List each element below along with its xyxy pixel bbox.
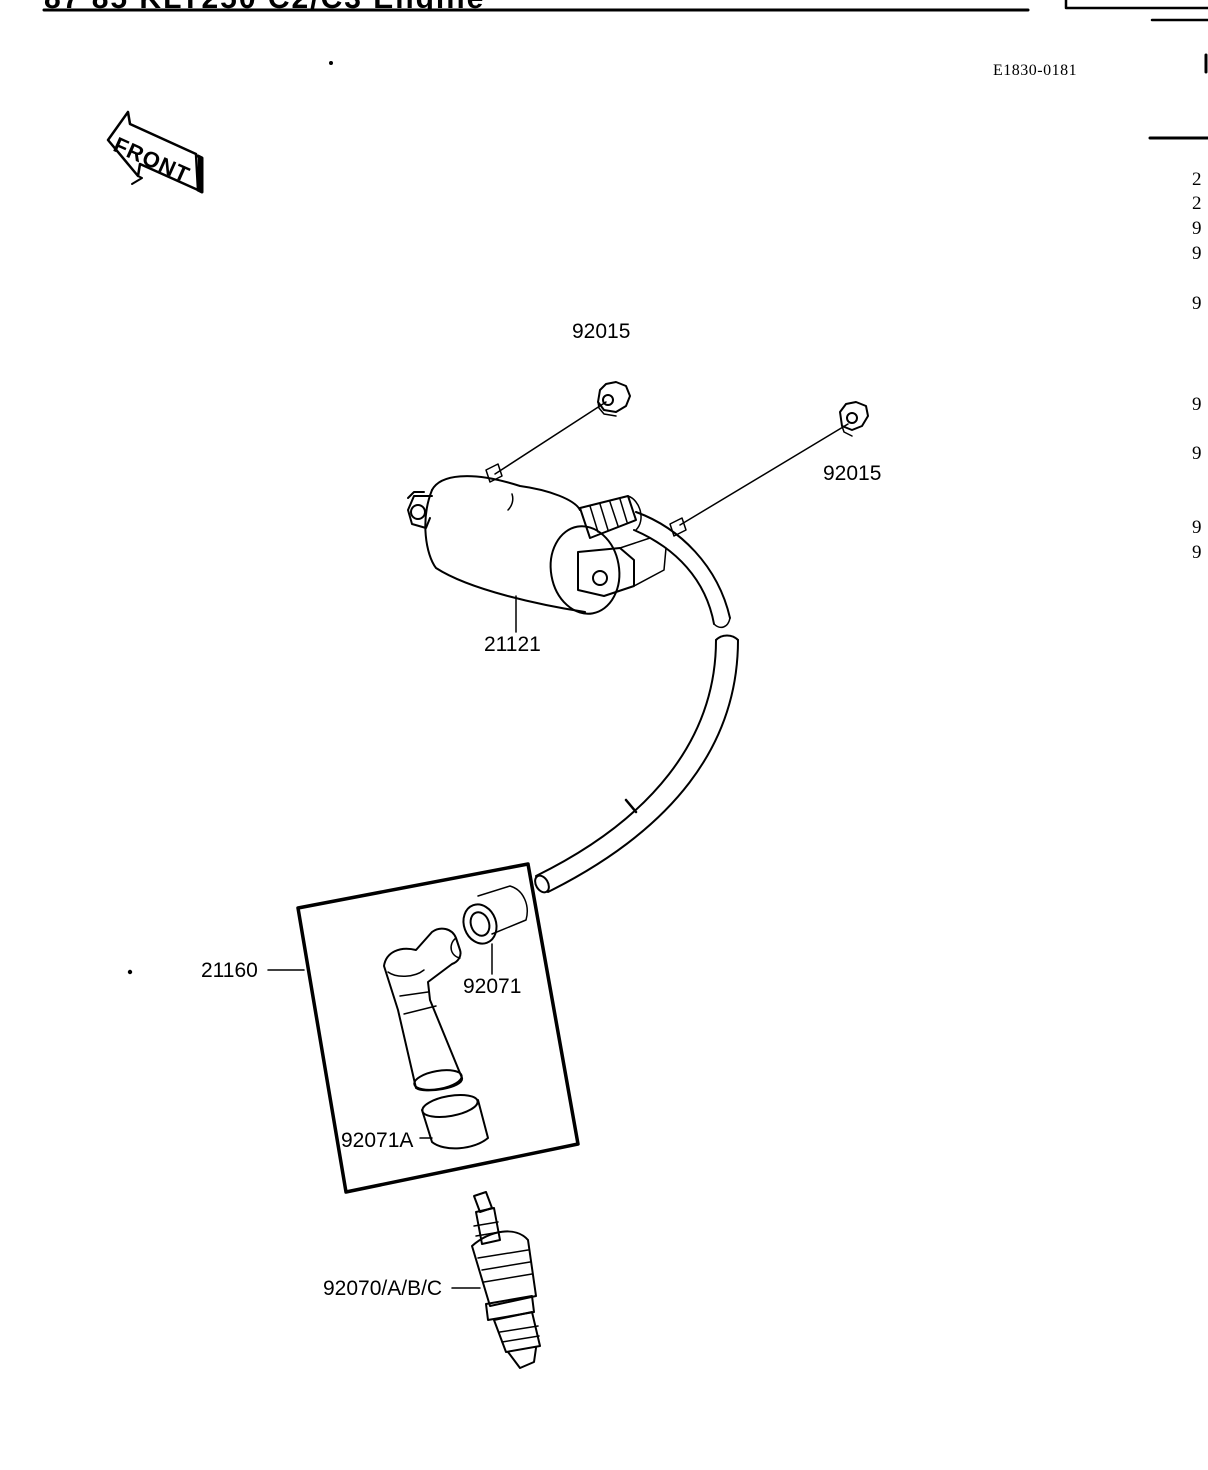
edge-digit: 9 — [1192, 218, 1202, 239]
edge-digit: 9 — [1192, 443, 1202, 464]
edge-digit: 9 — [1192, 243, 1202, 264]
callout-nut-b: 92015 — [823, 462, 882, 485]
spark-plug-cap-icon — [383, 927, 463, 1092]
leader-nut-a — [494, 401, 607, 475]
front-arrow-icon — [106, 110, 204, 194]
callout-ignition-coil: 21121 — [484, 633, 541, 656]
edge-digit: 2 — [1192, 169, 1202, 190]
header-box — [1064, 0, 1208, 10]
edge-digit: 9 — [1192, 293, 1202, 314]
edge-digit: 9 — [1192, 542, 1202, 563]
edge-digit: 9 — [1192, 394, 1202, 415]
edge-digit: 9 — [1192, 517, 1202, 538]
page-header: 87 85 KLT250 C2/C3 Engine — [44, 0, 1028, 10]
plug-cap-kit-box — [296, 862, 580, 1194]
leader-nut-b — [679, 423, 849, 526]
ignition-coil-icon — [407, 475, 667, 615]
seal-a-icon — [421, 1094, 489, 1150]
callout-seal-a: 92071A — [341, 1129, 414, 1152]
callout-nut-a: 92015 — [572, 320, 631, 343]
scan-dot — [127, 969, 133, 975]
seal-icon — [462, 885, 528, 945]
callout-spark-plug-cap: 21160 — [201, 959, 258, 982]
callout-spark-plug: 92070/A/B/C — [323, 1277, 443, 1300]
callout-seal: 92071 — [463, 975, 522, 998]
drawing-id: E1830-0181 — [993, 62, 1078, 79]
ht-lead-icon — [534, 511, 739, 894]
edge-digit: 2 — [1192, 193, 1202, 214]
nut-b-icon — [839, 401, 869, 437]
spark-plug-icon — [471, 1191, 541, 1369]
scan-dot — [329, 61, 333, 65]
nut-a-icon — [597, 381, 631, 417]
